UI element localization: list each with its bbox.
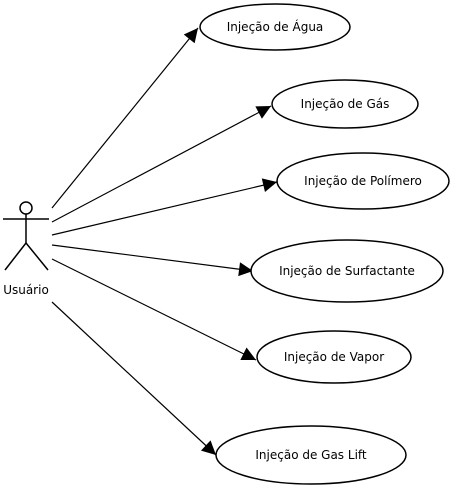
- use-case-surfactante: Injeção de Surfactante: [250, 239, 444, 303]
- association-surfactante: [51, 244, 254, 277]
- use-case-ellipse: [276, 152, 450, 210]
- use-case-ellipse: [250, 239, 444, 303]
- use-case-label: Injeção de Vapor: [284, 350, 384, 364]
- use-case-ellipse: [256, 330, 412, 384]
- actor-left-leg: [4, 242, 27, 271]
- association-agua: [51, 27, 199, 209]
- use-case-label: Injeção de Água: [227, 19, 324, 34]
- use-case-ellipse: [199, 3, 351, 51]
- actor-stick-figure: [3, 201, 49, 271]
- use-case-vapor: Injeção de Vapor: [256, 330, 412, 384]
- actor-right-leg: [25, 242, 49, 271]
- association-gas-lift: [51, 301, 217, 456]
- use-case-ellipse: [271, 79, 419, 129]
- use-case-label: Injeção de Gás: [301, 97, 390, 111]
- use-case-agua: Injeção de Água: [199, 3, 351, 51]
- use-case-polimero: Injeção de Polímero: [276, 152, 450, 210]
- associations: [51, 27, 278, 456]
- actor-label: Usuário: [3, 283, 49, 297]
- use-case-label: Injeção de Polímero: [304, 174, 422, 188]
- use-case-gas: Injeção de Gás: [271, 79, 419, 129]
- association-gas: [51, 105, 272, 223]
- association-polimero: [51, 178, 278, 236]
- association-vapor: [51, 258, 257, 361]
- actor-head: [19, 201, 33, 215]
- use-case-label: Injeção de Gas Lift: [255, 448, 367, 462]
- use-case-gas-lift: Injeção de Gas Lift: [215, 425, 407, 485]
- use-case-label: Injeção de Surfactante: [279, 264, 415, 278]
- use-case-ellipse: [215, 425, 407, 485]
